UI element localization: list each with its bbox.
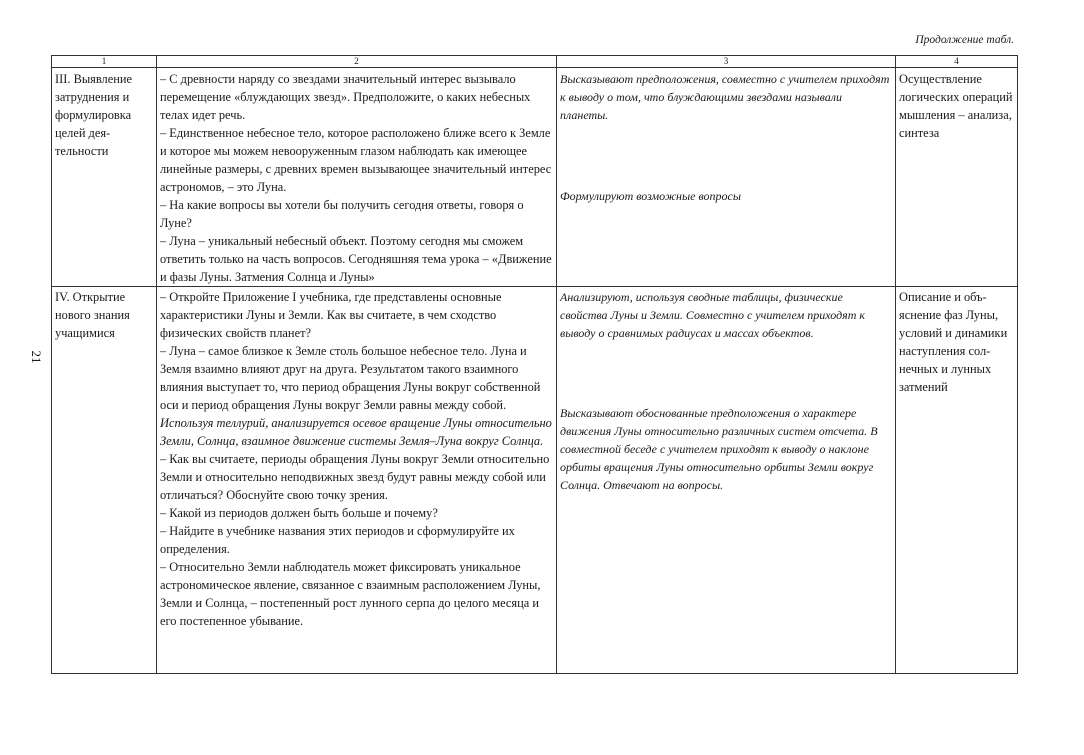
skills-cell: Осуществление логических опе­раций мышле… <box>895 67 1018 287</box>
student-paragraph: Высказывают обоснованные предположения о… <box>560 406 878 492</box>
table-row: III. Выявление затруднения и формулиров­… <box>51 67 1018 287</box>
teacher-paragraph: – Относительно Земли наблюдатель может ф… <box>160 560 541 628</box>
column-number: 2 <box>156 55 557 68</box>
student-activity-cell: Анализируют, используя сводные таблицы, … <box>556 286 896 674</box>
teacher-paragraph: – На какие вопросы вы хотели бы получить… <box>160 198 524 230</box>
student-paragraph: Формулируют возможные вопросы <box>560 189 741 203</box>
skills-text: Осуществление логических опе­раций мышле… <box>899 72 1013 140</box>
skills-cell: Описание и объ­яснение фаз Луны, условий… <box>895 286 1018 674</box>
student-paragraph: Анализируют, используя сводные таблицы, … <box>560 290 866 340</box>
page-number: 21 <box>29 350 44 364</box>
teacher-paragraph: – Найдите в учебнике названия этих перио… <box>160 524 515 556</box>
column-number-row: 1 2 3 4 <box>51 55 1018 68</box>
column-number: 1 <box>51 55 157 68</box>
teacher-paragraph: – Какой из периодов должен быть больше и… <box>160 506 438 520</box>
column-number: 3 <box>556 55 896 68</box>
teacher-paragraph: – Как вы считаете, периоды обращения Лун… <box>160 452 550 502</box>
teacher-paragraph: – Единственное небесное тело, которое ра… <box>160 126 552 194</box>
teacher-activity-cell: – Откройте Приложение I учебника, где пр… <box>156 286 557 674</box>
stage-cell: IV. Открытие нового знания учащимися <box>51 286 157 674</box>
teacher-paragraph: – Луна – самое близкое к Земле столь бол… <box>160 344 541 412</box>
skills-text: Описание и объ­яснение фаз Луны, условий… <box>899 290 1008 394</box>
student-activity-cell: Высказывают предположения, совместно с у… <box>556 67 896 287</box>
teacher-paragraph: – С древности наряду со звездами значите… <box>160 72 531 122</box>
table-continuation-caption: Продолжение табл. <box>915 34 1014 46</box>
teacher-paragraph: – Луна – уникальный небесный объект. Поэ… <box>160 234 552 284</box>
stage-cell: III. Выявление затруднения и формулиров­… <box>51 67 157 287</box>
teacher-paragraph: – Откройте Приложение I учебника, где пр… <box>160 290 502 340</box>
lesson-plan-table: 1 2 3 4 III. Выявление затруднения и фор… <box>51 55 1018 674</box>
stage-text: III. Выявление затруднения и формулиров­… <box>55 72 132 158</box>
student-paragraph: Высказывают предположения, совместно с у… <box>560 72 890 122</box>
stage-text: IV. Открытие нового знания учащимися <box>55 290 130 340</box>
teacher-instruction-note: Используя теллурий, анализируется осевое… <box>160 416 552 448</box>
teacher-activity-cell: – С древности наряду со звездами значите… <box>156 67 557 287</box>
column-number: 4 <box>895 55 1018 68</box>
table-row: IV. Открытие нового знания учащимися – О… <box>51 286 1018 674</box>
